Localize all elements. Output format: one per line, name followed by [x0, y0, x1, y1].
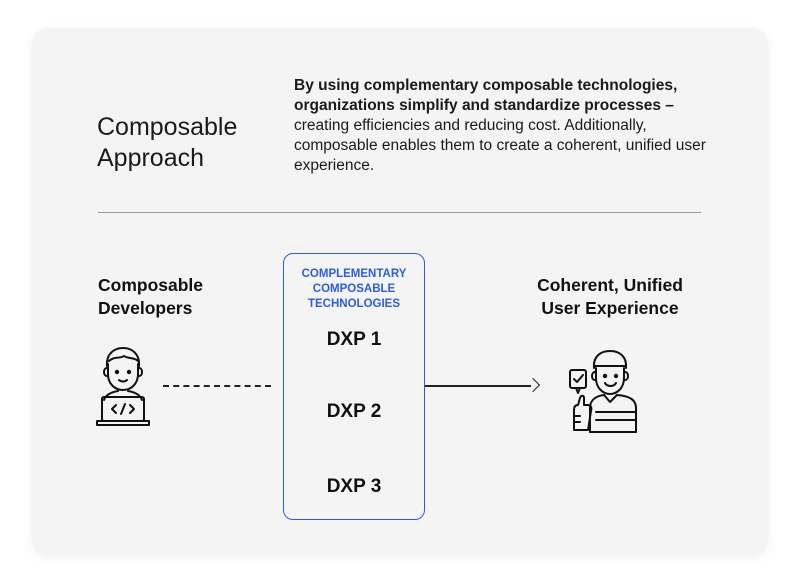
dxp-item-3: DXP 3 [326, 476, 382, 497]
section-heading: Composable Approach [97, 112, 237, 174]
description-regular: creating efficiencies and reducing cost.… [294, 117, 706, 174]
heading-line-2: Approach [97, 144, 205, 172]
arrow-connector [425, 385, 531, 387]
developer-laptop-icon [96, 347, 150, 426]
user-experience-label: Coherent, Unified User Experience [510, 274, 710, 320]
description-paragraph: By using complementary composable techno… [294, 76, 714, 176]
technologies-title-line-1: COMPLEMENTARY [301, 268, 407, 280]
user-experience-label-line-1: Coherent, Unified [537, 275, 683, 295]
divider [98, 212, 701, 213]
developers-label-line-2: Developers [98, 298, 193, 318]
dxp-item-2: DXP 2 [326, 401, 382, 422]
happy-user-thumbs-up-icon [569, 350, 637, 433]
technologies-box: COMPLEMENTARY COMPOSABLE TECHNOLOGIES DX… [283, 253, 425, 520]
developers-label-line-1: Composable [98, 275, 204, 295]
developers-label: Composable Developers [98, 274, 203, 320]
description-bold: By using complementary composable techno… [294, 77, 678, 114]
technologies-box-title: COMPLEMENTARY COMPOSABLE TECHNOLOGIES [284, 267, 424, 312]
heading-line-1: Composable [97, 113, 238, 141]
technologies-title-line-2: COMPOSABLE [312, 283, 396, 295]
technologies-title-line-3: TECHNOLOGIES [307, 298, 400, 310]
dxp-item-1: DXP 1 [326, 329, 382, 350]
user-experience-label-line-2: User Experience [541, 298, 679, 318]
dashed-connector [163, 385, 271, 387]
